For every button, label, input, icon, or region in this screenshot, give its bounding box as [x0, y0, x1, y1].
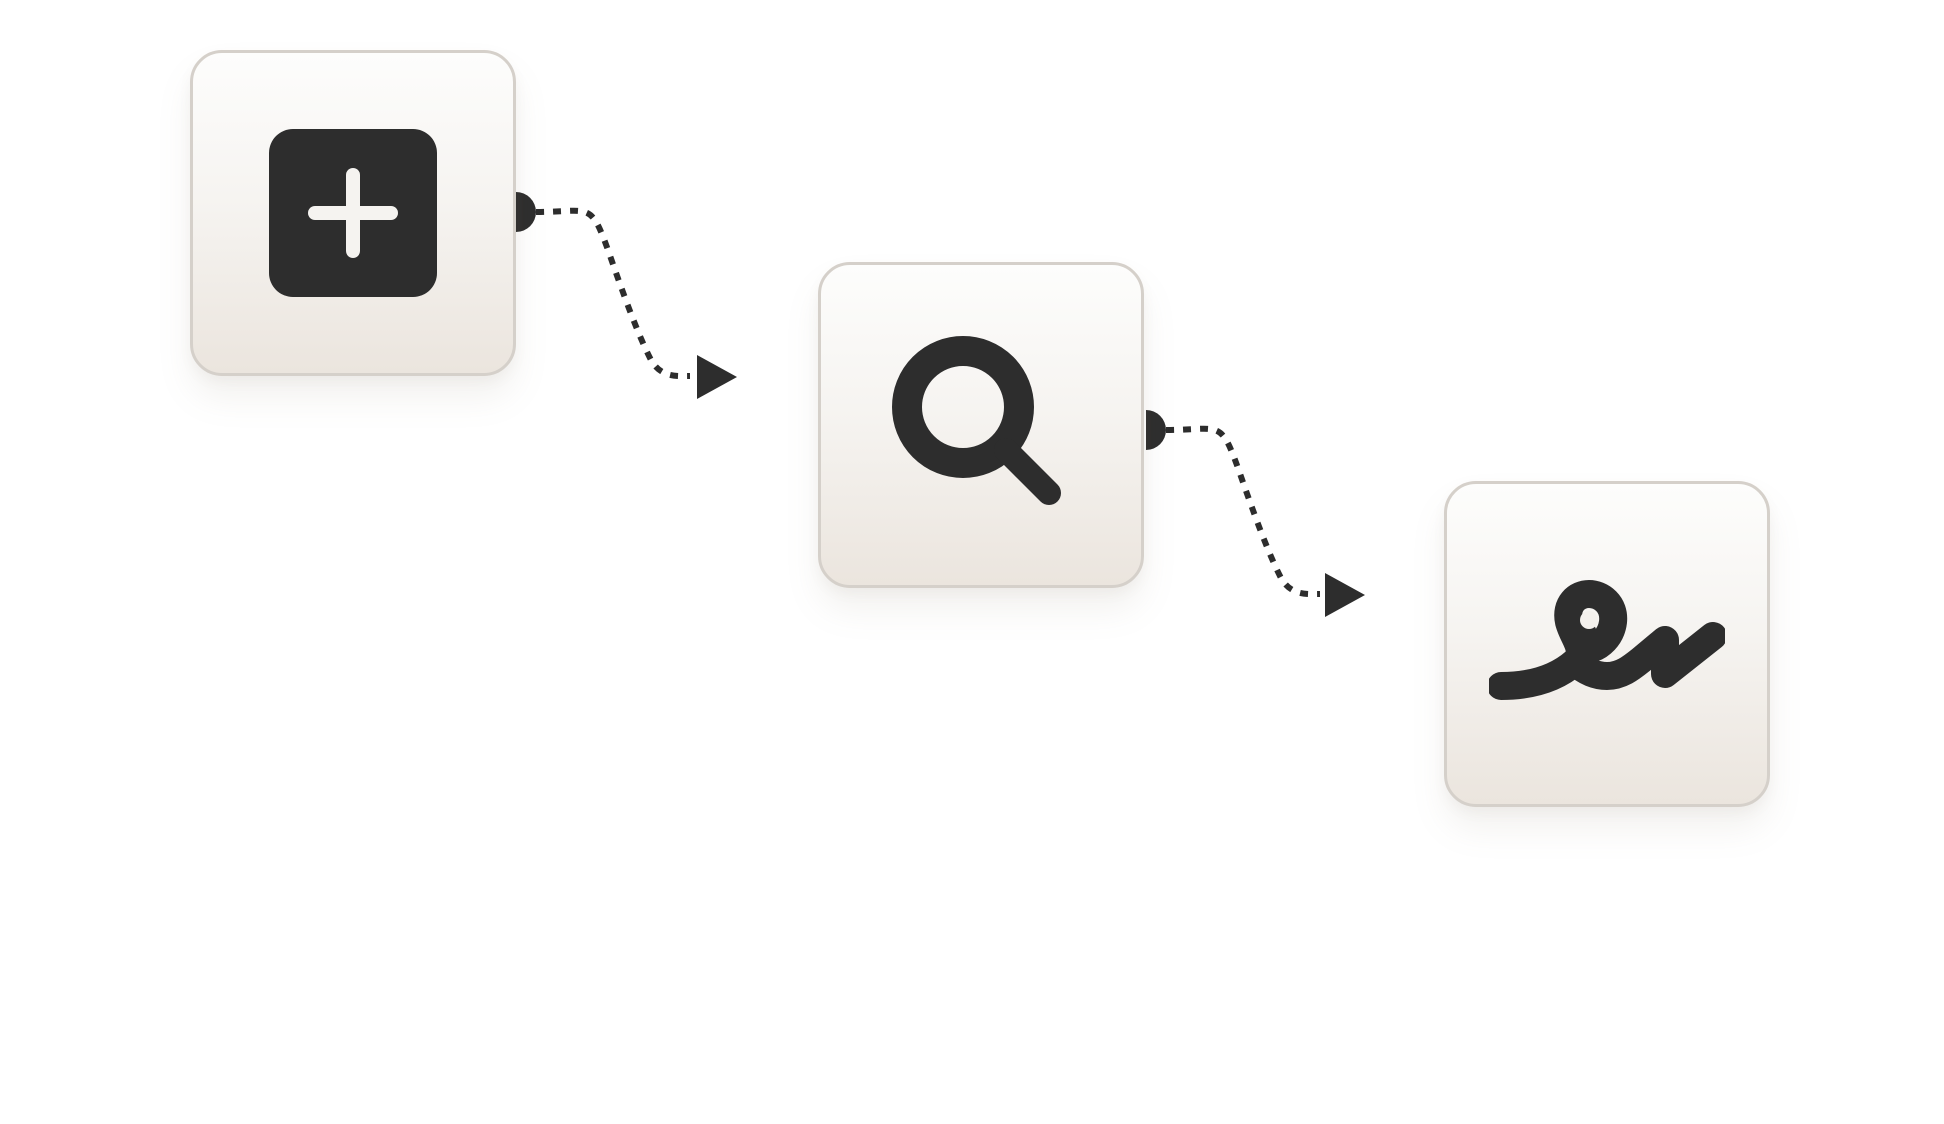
edge-add-to-search — [516, 192, 737, 399]
add-node[interactable] — [190, 50, 516, 376]
magnifier-icon — [892, 336, 1061, 505]
arrow-head — [697, 355, 737, 399]
dotted-connector — [535, 207, 691, 380]
plus-square-icon — [269, 129, 437, 297]
start-port — [1146, 410, 1166, 450]
search-node[interactable] — [818, 262, 1144, 588]
edge-search-to-sign — [1146, 410, 1365, 617]
arrow-head — [1325, 573, 1365, 617]
signature-icon — [1489, 580, 1725, 700]
dotted-connector — [1165, 425, 1321, 598]
start-port — [516, 192, 536, 232]
signature-node[interactable] — [1444, 481, 1770, 807]
